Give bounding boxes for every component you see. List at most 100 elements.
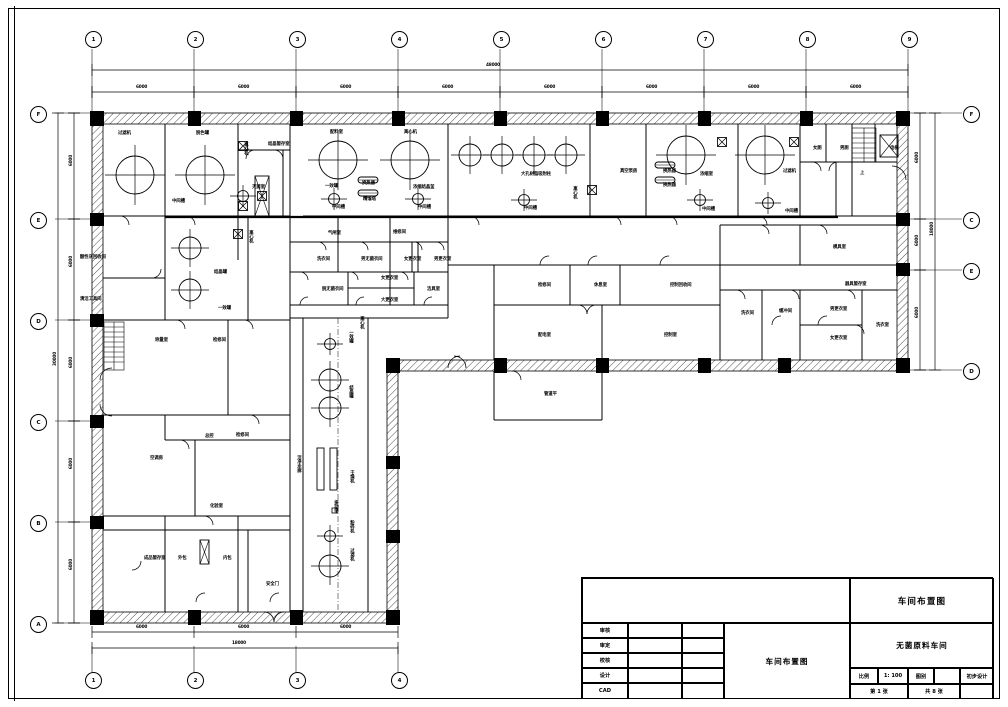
tb-scale-label: 比例: [850, 668, 878, 684]
grid-bubble-left-b: B: [30, 515, 47, 532]
room-label: 管道平: [544, 392, 557, 397]
drawing-inner-border: [14, 6, 1002, 701]
room-label: 女厕: [813, 146, 822, 151]
room-label: 空调房: [150, 456, 163, 461]
grid-bubble-right-d: D: [963, 363, 980, 380]
stair-left: [103, 321, 125, 371]
dim-right-total: 18000: [930, 222, 935, 236]
grid-bubble-bottom-1: 1: [85, 672, 102, 689]
room-label: 模具室: [833, 245, 846, 250]
dim-left-seg-2: 6000: [69, 256, 74, 268]
tb-total-unit: 张: [937, 689, 943, 695]
grid-bubble-top-1: 1: [85, 31, 102, 48]
room-label: 成品暂存室: [144, 556, 166, 561]
room-label: 中间槽: [172, 199, 185, 204]
dim-bottom-seg-2: 6000: [238, 625, 250, 630]
dim-left-seg-5: 6000: [69, 559, 74, 571]
drawing-sheet-border: [8, 8, 1000, 699]
room-label: 男更衣室: [434, 257, 452, 262]
room-label: 酸性灰回收间: [80, 255, 106, 260]
room-label: 缓冲间: [779, 309, 792, 314]
tb-page-value: 1: [877, 688, 881, 695]
room-label: 化验室: [210, 504, 223, 509]
tb-value2-shenhe: [682, 623, 724, 638]
grid-bubble-right-c: C: [963, 212, 980, 229]
room-label: 安全门: [266, 582, 279, 587]
dim-top-seg-7: 6000: [748, 85, 760, 90]
room-label: 脱色罐: [196, 131, 209, 136]
tb-page-unit: 张: [882, 689, 888, 695]
room-label: 粉碎机: [349, 520, 355, 533]
room-label: 内包: [223, 556, 232, 561]
room-label: 结晶罐: [214, 270, 227, 275]
room-label: 过滤机: [118, 131, 131, 136]
room-label: 换热器: [663, 169, 676, 174]
room-label: 总控: [205, 434, 214, 439]
tb-value-sheji: [628, 668, 682, 683]
room-label: 控制室: [664, 333, 677, 338]
room-label: 女更衣室: [381, 276, 399, 281]
room-label: 洁净走廊: [296, 455, 302, 473]
tb-label-sheji: 设计: [582, 668, 628, 683]
dim-top-seg-6: 6000: [646, 85, 658, 90]
tb-total-value: 8: [932, 688, 936, 695]
dim-left-seg-3: 6000: [69, 357, 74, 369]
grid-bubble-bottom-4: 4: [391, 672, 408, 689]
grid-bubble-top-3: 3: [289, 31, 306, 48]
grid-bubble-left-a: A: [30, 616, 47, 633]
room-label: 中间槽: [785, 209, 798, 214]
dim-bottom-total: 18000: [232, 641, 246, 646]
grid-bubble-bottom-2: 2: [187, 672, 204, 689]
grid-bubble-left-d: D: [30, 313, 47, 330]
room-label: 检修间: [538, 283, 551, 288]
title-block-header: 车间布置图: [850, 578, 994, 623]
dim-top-total: 48000: [486, 63, 500, 68]
grid-bubble-top-5: 5: [493, 31, 510, 48]
room-label: 精馏塔: [363, 197, 376, 202]
room-label: 真空泵房: [620, 169, 638, 174]
room-label: 女更衣室: [830, 336, 848, 341]
tb-sheet-type-label: 图别: [908, 668, 934, 684]
room-label: 电梯: [890, 146, 899, 151]
room-label: 中间槽: [702, 207, 715, 212]
room-label: 清洁工具间: [80, 297, 102, 302]
title-block: 车间布置图 审核 审定 校核 设计 CAD 车间布置图 无菌原料车间 比例 1:…: [581, 577, 994, 699]
room-label: 女更衣室: [404, 257, 422, 262]
tb-page-cell: 第 1 张: [850, 684, 908, 699]
room-label: 维修间: [393, 230, 406, 235]
tb-total-label: 共: [925, 689, 931, 695]
dim-left-seg-4: 6000: [69, 458, 74, 470]
room-label: 灭菌室: [252, 185, 265, 190]
dim-right-seg-1: 6000: [915, 152, 920, 164]
room-label: 男厕: [840, 146, 849, 151]
room-label: 振动筛: [333, 500, 339, 513]
dim-top-seg-3: 6000: [340, 85, 352, 90]
room-label: 上: [860, 171, 865, 176]
tb-total-cell: 共 8 张: [908, 684, 960, 699]
room-label: 男更衣室: [830, 307, 848, 312]
grid-bubble-left-e: E: [30, 212, 47, 229]
tb-stage-value: 初步设计: [960, 668, 994, 684]
tb-value2-sheji: [682, 668, 724, 683]
room-label: 检修间: [236, 433, 249, 438]
tb-value-jiaohe: [628, 653, 682, 668]
tb-value2-cad: [682, 683, 724, 699]
tb-page-label: 第: [870, 689, 876, 695]
tb-sheet-type-value: [934, 668, 960, 684]
room-label: 休息室: [594, 283, 607, 288]
grid-bubble-bottom-3: 3: [289, 672, 306, 689]
dim-top-seg-2: 6000: [238, 85, 250, 90]
room-label: 脱无菌衣间: [322, 287, 344, 292]
tb-value-shenhe: [628, 623, 682, 638]
room-label: 离心机: [404, 130, 417, 135]
tb-label-shenhe: 审核: [582, 623, 628, 638]
room-label: 离心机: [572, 186, 578, 199]
room-label: 外包: [178, 556, 187, 561]
tb-label-jiaohe: 校核: [582, 653, 628, 668]
grid-bubble-left-f: F: [30, 106, 47, 123]
room-label: 浓缩结晶釜: [413, 185, 435, 190]
dim-top-seg-1: 6000: [136, 85, 148, 90]
grid-bubble-right-e: E: [963, 263, 980, 280]
room-label: 称量室: [155, 338, 168, 343]
room-label: 结晶暂存室: [268, 142, 290, 147]
